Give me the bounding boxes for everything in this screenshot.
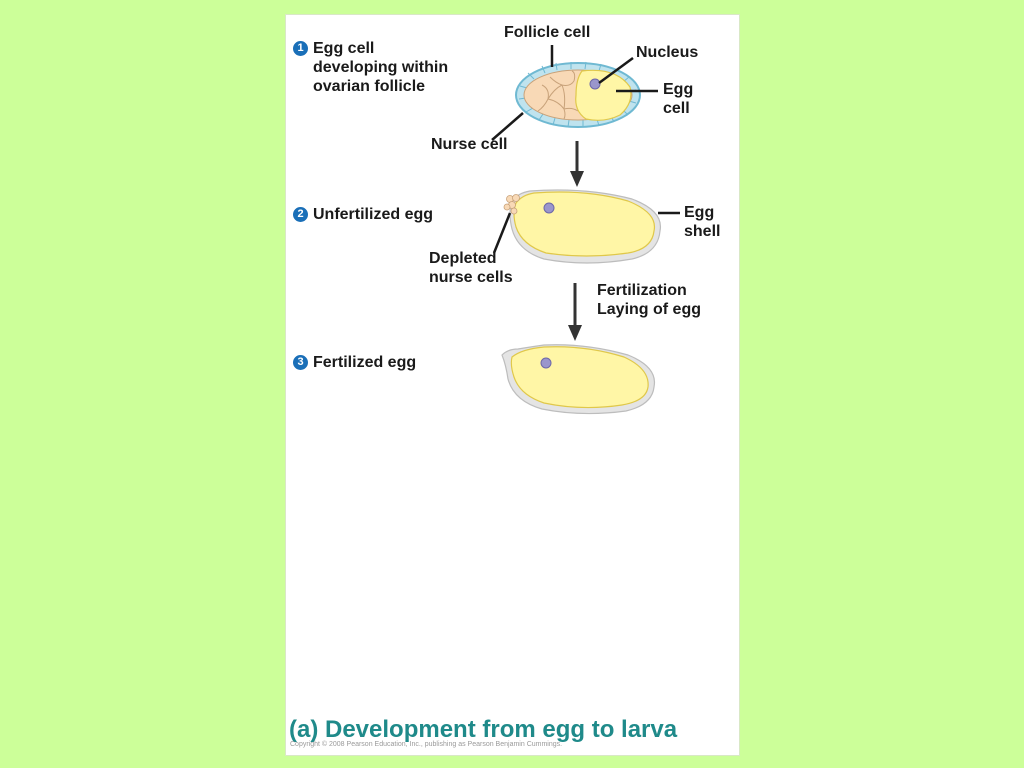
label-depleted-nurse-cells: Depleted nurse cells [429, 249, 513, 287]
step-3-number: 3 [293, 355, 308, 370]
label-nurse-cell: Nurse cell [431, 136, 508, 153]
nucleus-2 [543, 202, 555, 214]
nurse-cell-boundaries [537, 70, 579, 120]
nucleus-3 [540, 357, 552, 369]
label-laying-of-egg: Laying of egg [597, 301, 701, 318]
leader-lines-2 [492, 211, 680, 254]
nucleus-1 [589, 78, 601, 90]
fertilized-egg [501, 344, 656, 415]
copyright-notice: Copyright © 2008 Pearson Education, Inc.… [290, 741, 563, 748]
label-egg-shell-line-1: Egg [684, 204, 715, 221]
unfertilized-egg [503, 189, 662, 264]
label-egg-cell-line-1: Egg [663, 81, 694, 98]
step-1: 1 Egg cell developing within ovarian fol… [293, 39, 448, 96]
label-depleted-line-2: nurse cells [429, 269, 513, 286]
step-2-number: 2 [293, 207, 308, 222]
egg-cell-1 [575, 69, 632, 121]
label-depleted-line-1: Depleted [429, 250, 497, 267]
step-1-line-2: developing within [313, 59, 449, 76]
step-1-text: Egg cell developing within ovarian folli… [313, 39, 448, 96]
label-nucleus: Nucleus [636, 44, 699, 61]
step-2: 2 Unfertilized egg [293, 205, 433, 224]
label-egg-cell: Egg cell [663, 80, 693, 118]
figure-panel: 1 Egg cell developing within ovarian fol… [285, 14, 740, 756]
figure-caption: (a) Development from egg to larva [289, 716, 678, 743]
leader-lines-1 [491, 45, 658, 141]
step-2-text: Unfertilized egg [313, 206, 434, 223]
label-egg-shell: Egg shell [684, 203, 720, 241]
diagram-graphics [491, 45, 680, 415]
step-1-number: 1 [293, 41, 308, 56]
step-3: 3 Fertilized egg [293, 353, 416, 372]
label-follicle-cell: Follicle cell [504, 24, 591, 41]
label-egg-cell-line-2: cell [663, 100, 690, 117]
arrow-1 [570, 141, 584, 187]
ovarian-follicle [515, 61, 641, 128]
depleted-nurse-cells-graphic [503, 194, 520, 215]
arrow-2 [568, 283, 582, 341]
label-fertilization-laying: Fertilization Laying of egg [597, 281, 701, 319]
step-3-text: Fertilized egg [313, 354, 417, 371]
step-1-line-3: ovarian follicle [313, 78, 426, 95]
label-fertilization: Fertilization [597, 282, 687, 299]
label-egg-shell-line-2: shell [684, 223, 721, 240]
step-1-line-1: Egg cell [313, 40, 375, 57]
